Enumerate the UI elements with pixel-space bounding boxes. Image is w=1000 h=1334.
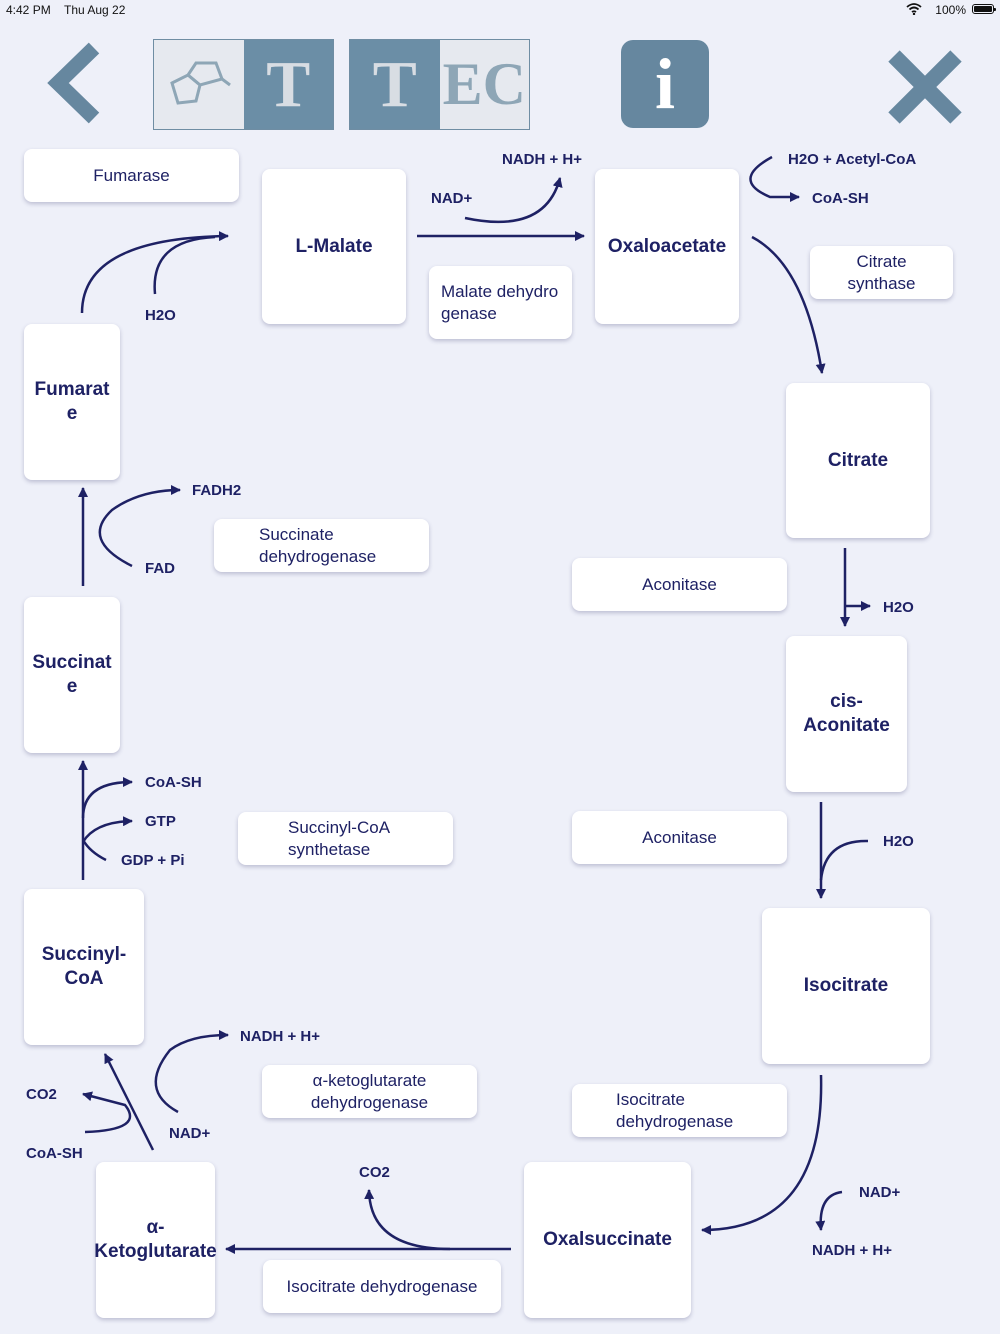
battery-percent: 100% — [935, 3, 966, 17]
close-icon — [888, 50, 962, 124]
cofactor-fadh2: FADH2 — [192, 482, 242, 499]
enzyme-label: Succinyl-CoA — [288, 817, 391, 837]
enzyme-label: dehydrogenase — [259, 546, 377, 566]
cofactor-coa-sh: CoA-SH — [145, 774, 202, 791]
text-mode-button[interactable]: T — [243, 40, 333, 129]
enzyme-aconitase-2[interactable]: Aconitase — [572, 811, 787, 864]
cofactor-nad: NAD+ — [169, 1125, 211, 1142]
enzyme-label: Succinate — [259, 524, 334, 544]
cofactor-gtp: GTP — [145, 813, 176, 830]
info-button[interactable]: i — [621, 40, 709, 128]
enzyme-label: α-ketoglutarate — [312, 1070, 427, 1090]
structure-mode-button[interactable] — [154, 40, 244, 129]
cofactor-nadh-h: NADH + H+ — [812, 1242, 893, 1259]
cofactor-nad: NAD+ — [859, 1184, 901, 1201]
close-button[interactable] — [882, 50, 968, 124]
status-bar: 4:42 PM Thu Aug 22 100% — [0, 0, 1000, 22]
ec-mode-button[interactable]: EC — [439, 40, 529, 129]
cofactor-nadh-h: NADH + H+ — [240, 1028, 321, 1045]
text-mode-button-2[interactable]: T — [350, 40, 440, 129]
cofactor-co2: CO2 — [359, 1164, 390, 1181]
cofactor-co2: CO2 — [26, 1086, 57, 1103]
compound-fumarate[interactable]: Fumarate — [24, 324, 120, 480]
enzyme-isocitrate-dehydrogenase[interactable]: Isocitrate dehydrogenase — [572, 1084, 787, 1137]
battery-icon — [972, 4, 996, 14]
chevron-left-icon — [47, 42, 100, 124]
enzyme-label: dehydrogenase — [616, 1111, 734, 1131]
cofactor-nadh-h: NADH + H+ — [502, 151, 583, 168]
enzyme-label: synthase — [847, 273, 916, 293]
enzyme-alpha-ketoglutarate-dehydrogenase[interactable]: α-ketoglutarate dehydrogenase — [262, 1065, 477, 1118]
enzyme-label: Citrate — [856, 251, 907, 271]
cofactor-h2o: H2O — [883, 833, 914, 850]
enzyme-label: Isocitrate — [616, 1089, 685, 1109]
compound-isocitrate[interactable]: Isocitrate — [762, 908, 930, 1064]
compound-l-malate[interactable]: L-Malate — [262, 169, 406, 324]
molecule-icon — [169, 61, 231, 105]
enzyme-label: synthetase — [288, 839, 371, 859]
enzyme-malate-dehydrogenase[interactable]: Malate dehydrogenase — [429, 266, 572, 339]
wifi-icon — [906, 3, 922, 15]
enzyme-fumarase[interactable]: Fumarase — [24, 149, 239, 202]
cofactor-fad: FAD — [145, 560, 175, 577]
compound-alpha-ketoglutarate[interactable]: α-Ketoglutarate — [94, 1162, 217, 1318]
cofactor-coa-sh: CoA-SH — [26, 1145, 83, 1162]
compound-citrate[interactable]: Citrate — [786, 383, 930, 538]
status-time: 4:42 PM — [6, 3, 51, 17]
enzyme-succinyl-coa-synthetase[interactable]: Succinyl-CoA synthetase — [238, 812, 453, 865]
enzyme-label: dehydrogenase — [310, 1092, 429, 1112]
cofactor-h2o: H2O — [145, 307, 176, 324]
enzyme-aconitase-1[interactable]: Aconitase — [572, 558, 787, 611]
enzyme-citrate-synthase[interactable]: Citrate synthase — [810, 246, 953, 299]
compound-succinate[interactable]: Succinate — [24, 597, 120, 753]
info-icon: i — [654, 43, 675, 124]
compound-oxaloacetate[interactable]: Oxaloacetate — [595, 169, 739, 324]
back-button[interactable] — [44, 40, 104, 126]
structure-toggle[interactable]: T — [153, 39, 334, 130]
enzyme-isocitrate-dehydrogenase-2[interactable]: Isocitrate dehydrogenase — [263, 1260, 501, 1313]
compound-succinyl-coa[interactable]: Succinyl-CoA — [24, 889, 144, 1045]
cofactor-h2o: H2O — [883, 599, 914, 616]
enzyme-succinate-dehydrogenase[interactable]: Succinate dehydrogenase — [214, 519, 429, 572]
status-date: Thu Aug 22 — [64, 3, 126, 17]
cofactor-h2o-acetyl-coa: H2O + Acetyl-CoA — [788, 151, 917, 168]
cofactor-coa-sh: CoA-SH — [812, 190, 869, 207]
compound-cis-aconitate[interactable]: cis-Aconitate — [786, 636, 907, 792]
ec-toggle[interactable]: T EC — [349, 39, 530, 130]
cofactor-nad: NAD+ — [431, 190, 473, 207]
cofactor-gdp-pi: GDP + Pi — [121, 852, 185, 869]
compound-oxalsuccinate[interactable]: Oxalsuccinate — [524, 1162, 691, 1318]
